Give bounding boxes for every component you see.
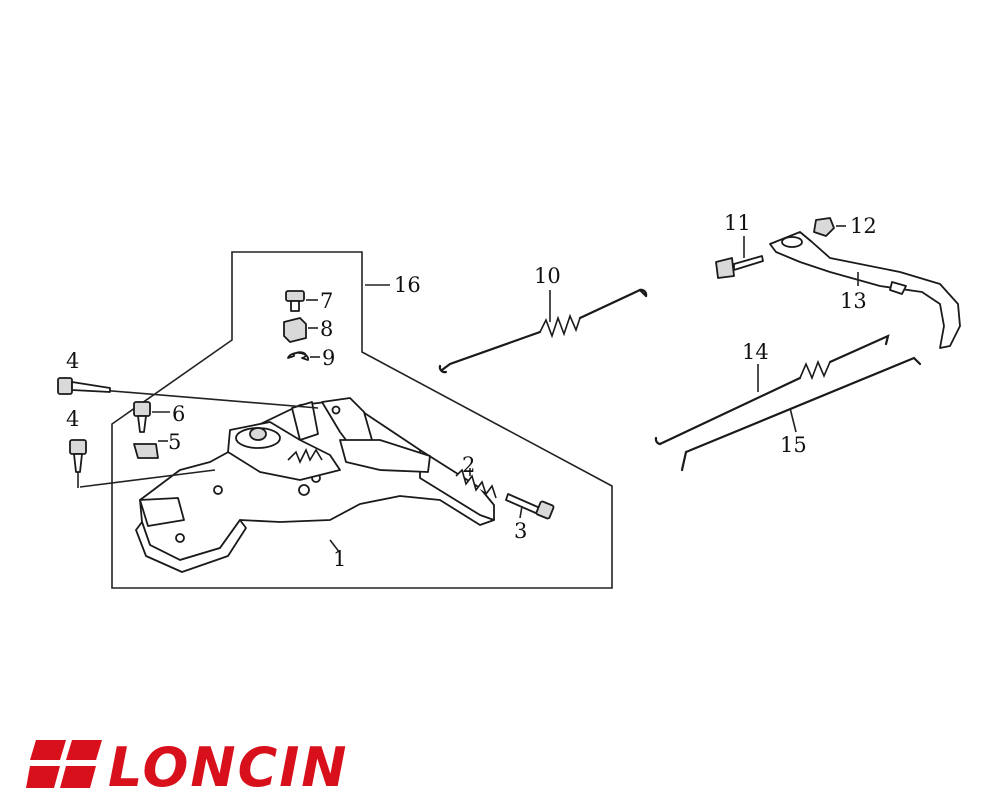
bolt-11 [715,255,764,279]
leader-4b [79,469,216,488]
callout-14: 14 [742,340,769,364]
callout-10: 10 [534,264,561,288]
loncin-logo: LONCIN [26,736,349,792]
loncin-emblem-icon [26,740,102,788]
bolt-4-upper [57,377,111,395]
governor-base-plate [135,397,495,573]
leader-1 [329,539,341,554]
e-clip-9 [287,351,310,361]
rod-15 [680,356,922,472]
callout-16: 16 [394,273,421,297]
callout-1: 1 [333,547,346,571]
leader-15 [789,407,797,433]
callout-13: 13 [840,289,867,313]
assembly-16-outline [111,251,613,589]
spring-rod-14 [654,334,890,446]
bolt-3 [505,493,555,520]
callout-4-lower: 4 [66,407,79,431]
bolt-7 [285,290,305,312]
leader-4a [99,389,319,409]
bracket-13 [769,231,961,349]
callout-5: 5 [168,430,181,454]
bolt-6 [133,401,151,433]
callout-8: 8 [320,317,333,341]
callout-3: 3 [514,519,527,543]
callout-4-upper: 4 [66,349,79,373]
callout-11: 11 [724,211,751,235]
bolt-4-lower [69,439,87,473]
callout-7: 7 [320,289,333,313]
nut-12 [813,217,835,237]
spring-2 [455,468,497,499]
callout-2: 2 [462,453,475,477]
logo-wordmark: LONCIN [108,736,349,792]
spring-rod-10 [438,288,648,374]
clip-5 [133,443,159,459]
callout-12: 12 [850,214,877,238]
callout-9: 9 [322,346,335,370]
leader-3 [519,505,523,519]
nut-8 [283,317,307,343]
callout-6: 6 [172,402,185,426]
callout-15: 15 [780,433,807,457]
